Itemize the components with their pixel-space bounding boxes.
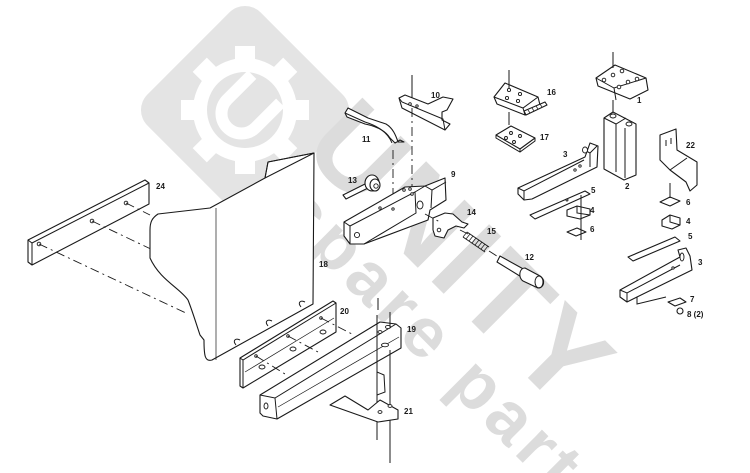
part-18-guard — [149, 152, 315, 361]
callout-8: 8 (2) — [687, 310, 704, 319]
callout-3-upper: 3 — [563, 150, 568, 159]
part-17-plate — [495, 125, 536, 153]
callout-2: 2 — [625, 182, 630, 191]
callout-24: 24 — [156, 182, 165, 191]
callout-5-upper: 5 — [591, 186, 596, 195]
callout-10: 10 — [431, 91, 440, 100]
part-8-screw — [676, 307, 684, 315]
part-20-strip — [239, 300, 353, 389]
part-4-lower-clip — [661, 214, 681, 230]
part-22-bracket — [659, 128, 698, 192]
part-13-pin — [342, 174, 381, 200]
callout-22: 22 — [686, 141, 695, 150]
callout-17: 17 — [540, 133, 549, 142]
part-9-main-block — [343, 177, 447, 245]
callout-9: 9 — [451, 170, 456, 179]
callout-6-lower: 6 — [686, 198, 691, 207]
part-16-plate — [493, 70, 548, 125]
callout-20: 20 — [340, 307, 349, 316]
part-11-clamp — [344, 107, 405, 215]
callout-1: 1 — [637, 96, 642, 105]
callout-11: 11 — [362, 135, 371, 144]
callout-18: 18 — [319, 260, 328, 269]
callout-16: 16 — [547, 88, 556, 97]
callout-6-upper: 6 — [590, 225, 595, 234]
callout-7: 7 — [690, 295, 695, 304]
callout-14: 14 — [467, 208, 476, 217]
callout-13: 13 — [348, 176, 357, 185]
callout-3-lower: 3 — [698, 258, 703, 267]
callout-15: 15 — [487, 227, 496, 236]
part-3-upper-arm — [517, 142, 599, 201]
part-15-spring — [462, 231, 501, 259]
callout-21: 21 — [404, 407, 413, 416]
callout-12: 12 — [525, 253, 534, 262]
part-6-lower-plate — [659, 183, 681, 207]
part-6-upper-plate — [566, 195, 587, 240]
part-3-lower-arm — [619, 247, 693, 305]
callout-4-upper: 4 — [590, 206, 595, 215]
part-19-arm — [259, 298, 402, 463]
part-2-column — [603, 111, 637, 181]
callout-5-lower: 5 — [688, 232, 693, 241]
part-4-upper-clip — [566, 205, 591, 220]
part-1-block — [595, 52, 649, 112]
part-7-clip — [667, 297, 687, 307]
part-21-bracket — [329, 371, 399, 423]
part-12-plunger — [496, 255, 545, 289]
part-5-lower-strip — [627, 236, 681, 262]
callout-19: 19 — [407, 325, 416, 334]
part-14-fork — [424, 212, 471, 239]
part-5-upper-strip — [529, 190, 591, 220]
callout-4-lower: 4 — [686, 217, 691, 226]
